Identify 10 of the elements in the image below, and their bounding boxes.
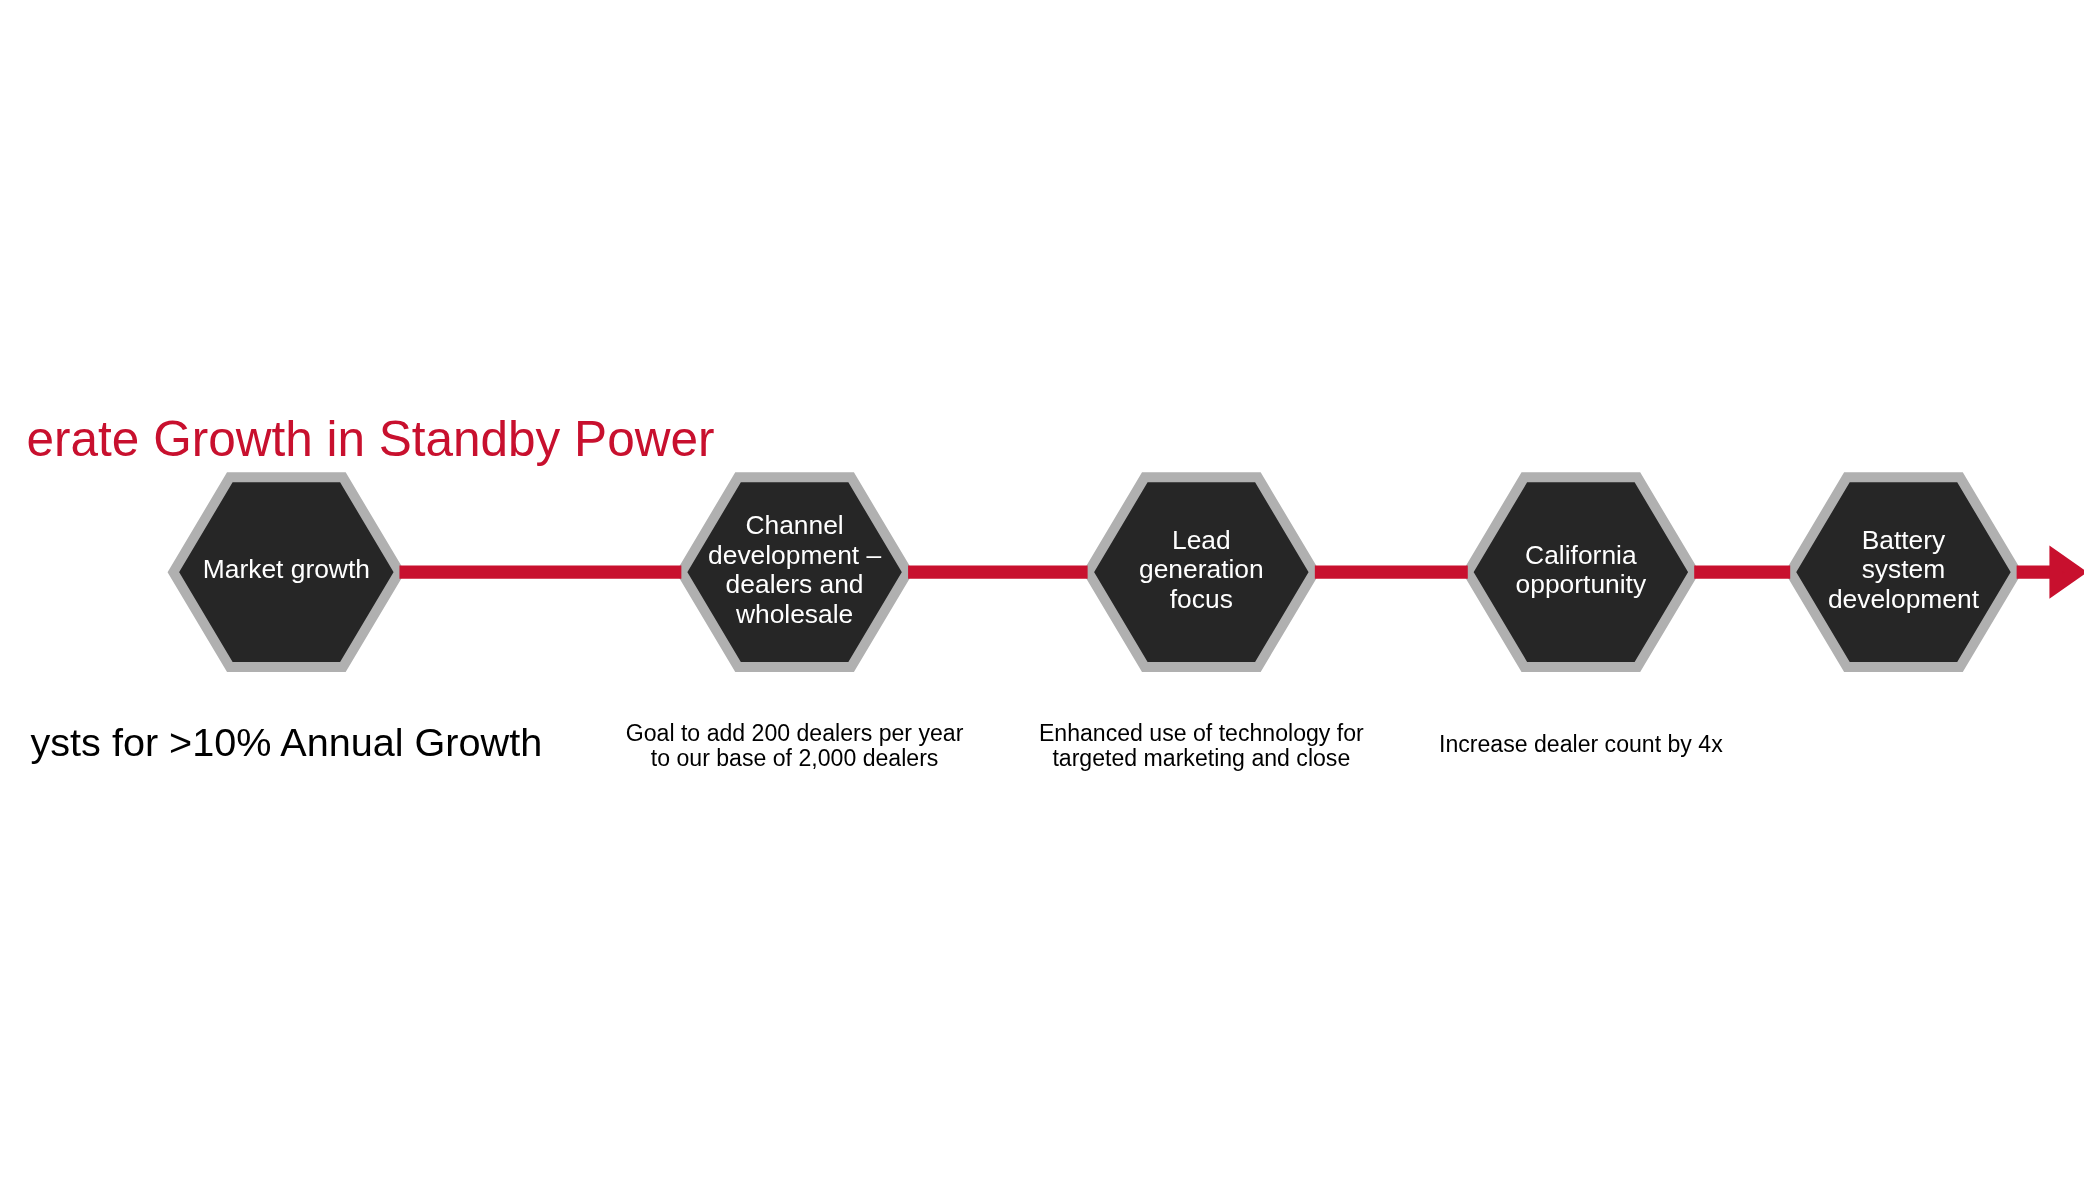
node-label: Increase dealer count by 4x xyxy=(1439,730,1723,756)
connector xyxy=(1694,565,1791,579)
node-label: Goal to add 200 dealers per year to our base of 2,000 dealers xyxy=(625,719,964,771)
node-label: Enhanced use of technology for targeted marketing and close xyxy=(1038,719,1364,771)
connector xyxy=(1314,565,1468,579)
connector xyxy=(399,565,682,579)
connector xyxy=(908,565,1088,579)
label: ysts for >10% Annual Growth xyxy=(30,719,543,764)
diagram-title: erate Growth in Standby Power xyxy=(26,410,715,466)
arrow xyxy=(2016,545,2084,599)
